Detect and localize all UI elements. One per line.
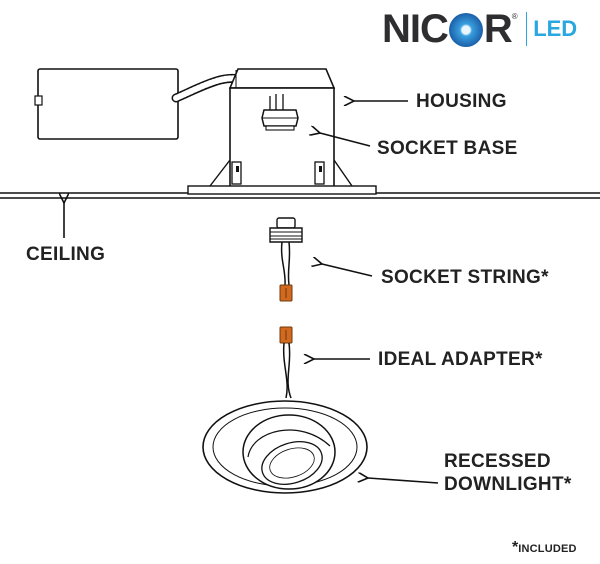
ideal-adapter: [279, 326, 293, 399]
socket-base: [261, 94, 299, 131]
label-housing: HOUSING: [416, 91, 507, 112]
registered-mark: ®: [511, 12, 518, 21]
starburst-o-icon: [448, 13, 483, 47]
callout-arrows: [64, 101, 439, 484]
brand-divider: [525, 12, 528, 46]
brand-suffix: LED: [533, 16, 578, 41]
recessed-downlight: [202, 400, 368, 494]
label-socket-base: SOCKET BASE: [377, 138, 518, 159]
driver-box: [34, 68, 179, 140]
label-recessed: RECESSED: [444, 451, 551, 472]
footnote-included: *INCLUDED: [512, 539, 577, 556]
label-downlight: DOWNLIGHT*: [444, 474, 572, 495]
label-ceiling: CEILING: [26, 244, 106, 265]
label-socket-string: SOCKET STRING*: [381, 267, 549, 288]
housing-can: [187, 68, 377, 195]
socket-string: [269, 217, 303, 302]
label-ideal-adapter: IDEAL ADAPTER*: [378, 349, 543, 370]
